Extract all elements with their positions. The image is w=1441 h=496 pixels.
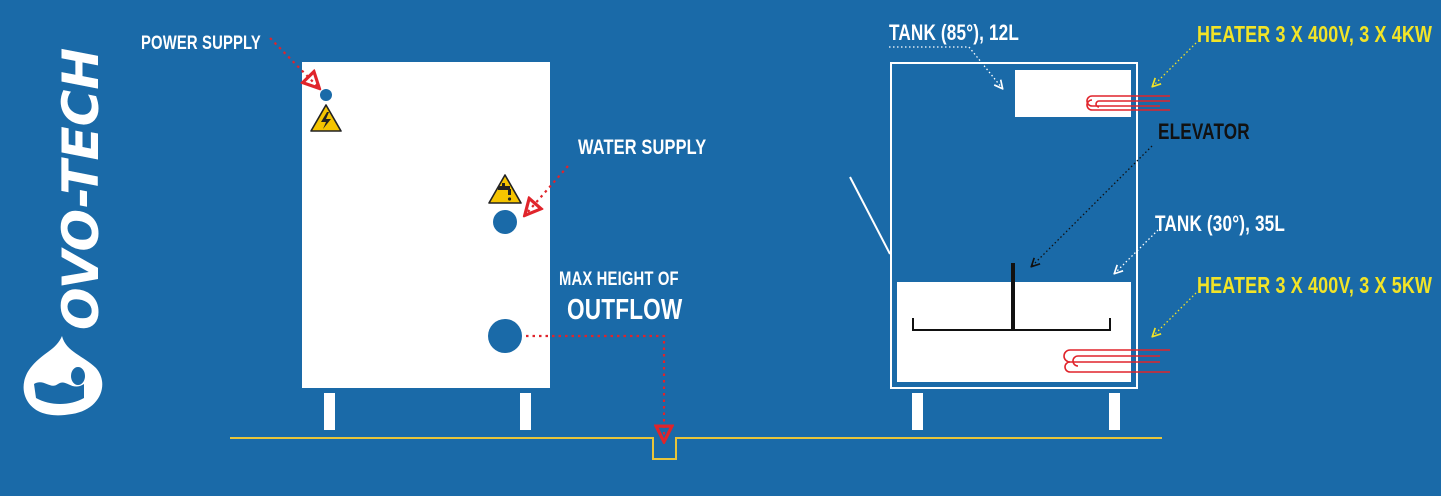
tank-top-label: TANK (85°), 12L — [889, 20, 1019, 45]
door-line — [849, 176, 891, 255]
brand-name: OVO-TECH — [52, 48, 110, 330]
max-height-label: MAX HEIGHT OF — [559, 269, 679, 290]
left-machine — [302, 62, 550, 430]
power-supply-label: POWER SUPPLY — [141, 33, 261, 54]
outflow-label: OUTFLOW — [567, 294, 683, 326]
power-supply-pointer — [269, 37, 318, 87]
heater-bottom-pointer — [1153, 292, 1197, 336]
heater-coil-bottom — [1063, 349, 1170, 373]
elevator-label: ELEVATOR — [1158, 119, 1250, 144]
outflow-port — [488, 319, 522, 353]
egg-logo-icon — [23, 336, 103, 416]
right-leg — [1109, 393, 1120, 430]
tank-top-pointer — [968, 46, 1002, 88]
water-supply-pointer — [526, 165, 569, 214]
electric-hazard-icon — [310, 104, 342, 132]
heater-top-label: HEATER 3 X 400V, 3 X 4KW — [1197, 21, 1433, 47]
left-leg — [520, 393, 531, 430]
left-leg — [324, 393, 335, 430]
elevator-platform — [912, 318, 1111, 331]
tank-bottom-label: TANK (30°), 35L — [1155, 211, 1285, 236]
heater-coil-top — [1086, 95, 1170, 111]
heater-top-pointer — [1153, 42, 1197, 86]
tank-top — [1015, 70, 1131, 117]
outflow-pointer — [526, 334, 664, 440]
floor-line — [230, 437, 1162, 460]
right-machine — [849, 62, 1138, 430]
water-supply-label: WATER SUPPLY — [578, 136, 707, 159]
power-port — [320, 89, 332, 101]
right-leg — [912, 393, 923, 430]
water-inlet — [493, 210, 517, 234]
heater-bottom-label: HEATER 3 X 400V, 3 X 5KW — [1197, 272, 1433, 298]
right-cabinet — [890, 62, 1138, 389]
water-tap-warning-icon — [488, 174, 522, 204]
elevator-pointer — [1032, 145, 1153, 266]
